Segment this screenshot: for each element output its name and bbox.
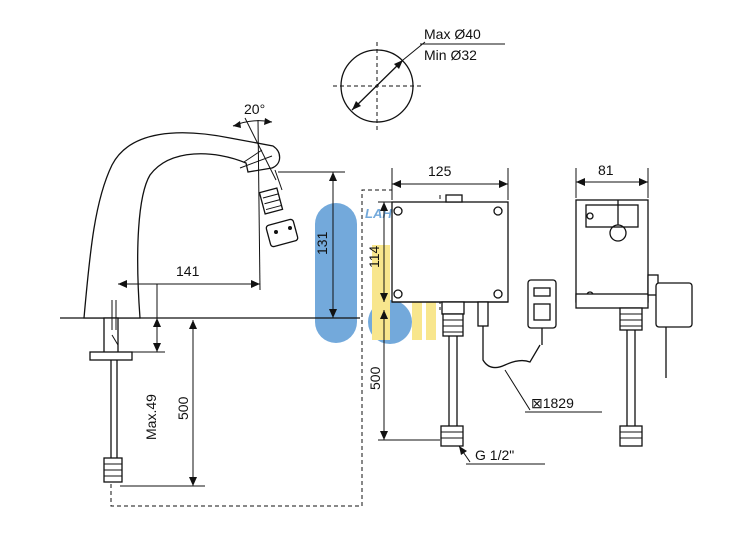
control-box-cable-gland xyxy=(477,301,489,327)
control-box-tab xyxy=(445,194,463,203)
control-box-front xyxy=(391,194,557,447)
dim-141-arrow-left xyxy=(118,280,127,288)
control-box-outlet xyxy=(441,301,465,315)
dim-49-arrow-bottom xyxy=(153,343,161,352)
faucet-connector-thread xyxy=(104,463,122,477)
control-box-screw-bl xyxy=(393,289,403,299)
dim-500-left-label: 500 xyxy=(175,396,191,420)
aerator-detail xyxy=(258,169,299,248)
control-box-body xyxy=(391,201,509,303)
control-box-pipe-nut xyxy=(442,313,464,337)
sensor-module-window xyxy=(533,287,551,297)
faucet-inner-detail xyxy=(111,334,119,346)
dimension-125: 125 xyxy=(391,163,509,200)
side-sensor-module xyxy=(655,282,693,328)
sensor-cable xyxy=(482,326,541,369)
cable-leader xyxy=(504,369,531,411)
faucet-body xyxy=(83,132,281,483)
dim-49-label: Max.49 xyxy=(143,394,159,440)
dim-114-arrow-bottom xyxy=(380,293,388,302)
thread-arrow xyxy=(459,446,467,455)
side-pipe-nut-thread xyxy=(620,313,642,327)
dim-81-arrow-right xyxy=(639,178,648,186)
watermark-blue-bar xyxy=(315,203,357,343)
faucet-nut xyxy=(89,351,133,361)
dim-125-arrow-right xyxy=(499,180,508,188)
dim-131-arrow-top xyxy=(329,172,337,181)
hole-arrow-top xyxy=(394,60,403,69)
dim-49-arrow-top xyxy=(153,318,161,327)
aerator-dot-2 xyxy=(288,226,292,230)
thread-label: G 1/2" xyxy=(475,447,514,463)
cable-length-label: ⊠1829 xyxy=(531,395,574,411)
angle-dimension: 20° xyxy=(232,101,277,291)
aerator-body xyxy=(258,187,284,215)
aerator-dot-1 xyxy=(274,230,278,234)
control-box-screw-tr xyxy=(493,206,503,216)
thread-callout: G 1/2" xyxy=(458,445,545,465)
side-pipe-end xyxy=(619,425,643,447)
aerator-cap xyxy=(265,218,299,248)
control-box-screw-tl xyxy=(393,206,403,216)
side-pipe-end-thread xyxy=(620,431,642,439)
dim-141-arrow-right xyxy=(251,280,260,288)
dim-114-label: 114 xyxy=(366,245,382,268)
aerator-thread xyxy=(262,193,282,211)
dim-500-right-label: 500 xyxy=(367,366,383,390)
dim-131-label: 131 xyxy=(314,231,330,255)
side-box-base xyxy=(575,293,649,309)
cable-length-callout: ⊠1829 xyxy=(504,369,602,413)
dim-131-arrow-bottom xyxy=(329,309,337,318)
dim-141-label: 141 xyxy=(176,263,200,279)
dim-500-left-arrow-bottom xyxy=(189,477,197,486)
dim-500-right-arrow-top xyxy=(380,310,388,319)
side-box-screw-top xyxy=(586,212,594,220)
angle-vertical xyxy=(257,119,261,291)
dim-125-label: 125 xyxy=(428,163,452,179)
side-box-body xyxy=(575,199,649,303)
control-box-screw-br xyxy=(493,289,503,299)
dimension-81: 81 xyxy=(575,162,649,198)
dimension-max49: Max.49 xyxy=(118,318,165,440)
faucet-sensor-detail xyxy=(239,149,273,169)
control-box-side xyxy=(575,199,693,447)
dim-500-right-arrow-bottom xyxy=(380,431,388,440)
side-pipe-nut xyxy=(619,307,643,331)
angle-arrow-left xyxy=(233,121,241,128)
aerator-leader xyxy=(274,169,283,191)
angle-label: 20° xyxy=(244,101,265,117)
control-box-pipe-end xyxy=(440,425,464,447)
angle-tilted xyxy=(244,117,277,181)
faucet-inner-pipe xyxy=(111,300,117,330)
dimension-500-right: 500 xyxy=(367,310,440,441)
dim-81-arrow-left xyxy=(576,178,585,186)
sensor-module-panel xyxy=(533,303,551,321)
hole-arrow-bottom xyxy=(352,101,361,110)
angle-arrow-right xyxy=(264,118,272,125)
dimension-114: 114 xyxy=(366,201,392,302)
cable-route-dashed xyxy=(110,189,392,507)
dimension-131: 131 xyxy=(278,171,345,318)
hole-diameter-symbol: Max Ø40 Min Ø32 xyxy=(333,26,505,132)
dimension-141: 141 xyxy=(118,263,260,318)
dimension-500-left: 500 xyxy=(120,320,205,487)
hole-min-label: Min Ø32 xyxy=(424,47,477,63)
dim-125-arrow-left xyxy=(392,180,401,188)
dim-81-label: 81 xyxy=(598,162,614,178)
dim-114-arrow-top xyxy=(380,202,388,211)
control-box-pipe-end-thread xyxy=(441,431,463,439)
dim-500-left-arrow-top xyxy=(189,320,197,329)
hole-max-label: Max Ø40 xyxy=(424,26,481,42)
hole-leader xyxy=(402,41,426,61)
control-box-nut-thread xyxy=(443,319,463,333)
hole-diameter-line xyxy=(351,59,404,111)
faucet-spout-outline xyxy=(83,132,281,319)
